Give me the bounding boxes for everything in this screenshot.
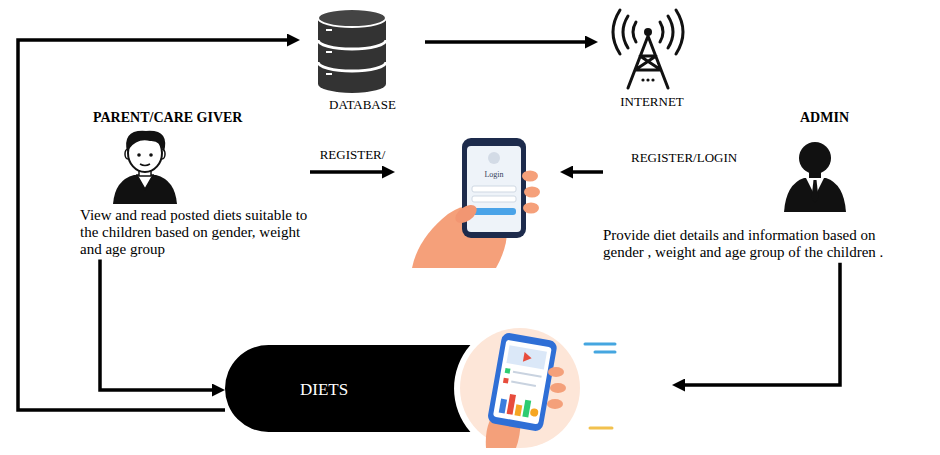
database-icon xyxy=(318,9,386,27)
diet-phone-illustration xyxy=(499,399,507,414)
admin-person-icon xyxy=(812,180,819,203)
flow-arrow xyxy=(567,170,603,174)
parent-person-icon xyxy=(113,131,177,204)
diet-phone-illustration xyxy=(460,328,580,448)
diet-phone-illustration xyxy=(507,394,516,415)
hand-phone-login-illustration xyxy=(412,138,540,268)
flow-arrow xyxy=(310,170,388,174)
hand-phone-login-illustration xyxy=(467,146,521,232)
database-icon xyxy=(318,40,386,71)
admin-actor: ADMIN Provide diet details and informatio… xyxy=(603,108,908,263)
database-icon xyxy=(318,9,386,93)
hand-phone-login-illustration xyxy=(524,187,540,198)
database-icon xyxy=(326,30,332,74)
diet-phone-illustration xyxy=(511,382,536,386)
diet-phone-illustration xyxy=(522,400,531,418)
diet-phone-illustration xyxy=(514,404,522,416)
hand-phone-login-illustration xyxy=(522,171,538,182)
hand-phone-login-illustration xyxy=(452,201,480,226)
diet-phone-illustration xyxy=(590,427,612,430)
hand-phone-login-illustration xyxy=(472,208,516,215)
parent-actor: PARENT/CARE GIVER View and read posted di… xyxy=(80,108,310,260)
flow-arrow xyxy=(425,40,591,44)
parent-person-icon xyxy=(149,153,153,157)
diet-phone-illustration xyxy=(585,344,615,352)
database-label: DATABASE xyxy=(300,97,425,113)
internet-label: INTERNET xyxy=(598,94,706,110)
diet-phone-illustration xyxy=(523,352,533,363)
diet-phone-illustration xyxy=(460,328,615,448)
hand-phone-login-illustration xyxy=(462,138,526,238)
parent-person-icon xyxy=(137,175,153,189)
actor-description: Provide diet details and information bas… xyxy=(603,227,908,261)
internet-tower-icon xyxy=(646,78,649,81)
edge-label: REGISTER/ xyxy=(317,147,389,163)
phone-login-screen: Login xyxy=(395,135,560,268)
hand-phone-login-illustration xyxy=(488,152,500,164)
admin-person-icon xyxy=(799,142,831,174)
diet-phone-illustration xyxy=(505,368,511,374)
diets-label: DIETS xyxy=(300,380,672,400)
parent-person-icon xyxy=(137,153,141,157)
database-icon xyxy=(318,18,386,93)
internet-tower-icon xyxy=(644,28,652,36)
diet-phone-illustration xyxy=(506,345,547,369)
diet-phone-illustration xyxy=(550,383,566,393)
diet-phone-illustration xyxy=(530,408,539,417)
parent-person-icon xyxy=(113,175,177,204)
hand-phone-login-illustration xyxy=(472,186,516,192)
parent-person-icon xyxy=(140,164,150,166)
admin-person-icon xyxy=(784,178,846,212)
flow-arrow xyxy=(679,263,840,385)
internet-tower-icon xyxy=(660,10,683,54)
diet-phone-illustration xyxy=(547,399,563,409)
edge-label: REGISTER/LOGIN xyxy=(628,150,740,166)
hand-phone-login-illustration xyxy=(523,203,539,214)
internet-tower-icon xyxy=(641,78,644,81)
hand-phone-login-illustration xyxy=(472,196,516,202)
admin-person-icon xyxy=(784,142,846,212)
diet-phone-illustration xyxy=(503,378,509,384)
parent-person-icon xyxy=(126,131,165,152)
internet-tower-icon xyxy=(613,10,636,54)
database-node: DATABASE xyxy=(300,6,425,118)
internet-tower-icon xyxy=(651,78,654,81)
diets-pill: DIETS xyxy=(225,330,672,445)
diet-phone-illustration xyxy=(487,332,558,432)
actor-heading: ADMIN xyxy=(800,110,908,127)
actor-description: View and read posted diets suitable to t… xyxy=(80,207,310,258)
diet-phone-illustration xyxy=(487,332,558,432)
screen-title: Login xyxy=(428,170,560,180)
actor-heading: PARENT/CARE GIVER xyxy=(93,110,310,127)
diet-phone-illustration xyxy=(548,367,564,377)
diet-phone-illustration xyxy=(513,372,542,377)
flow-arrow xyxy=(100,260,218,390)
internet-tower-icon xyxy=(613,10,683,88)
internet-tower-icon xyxy=(628,36,668,88)
pill-shape xyxy=(225,330,672,445)
diet-phone-illustration xyxy=(493,340,552,425)
internet-node: INTERNET xyxy=(598,6,706,118)
